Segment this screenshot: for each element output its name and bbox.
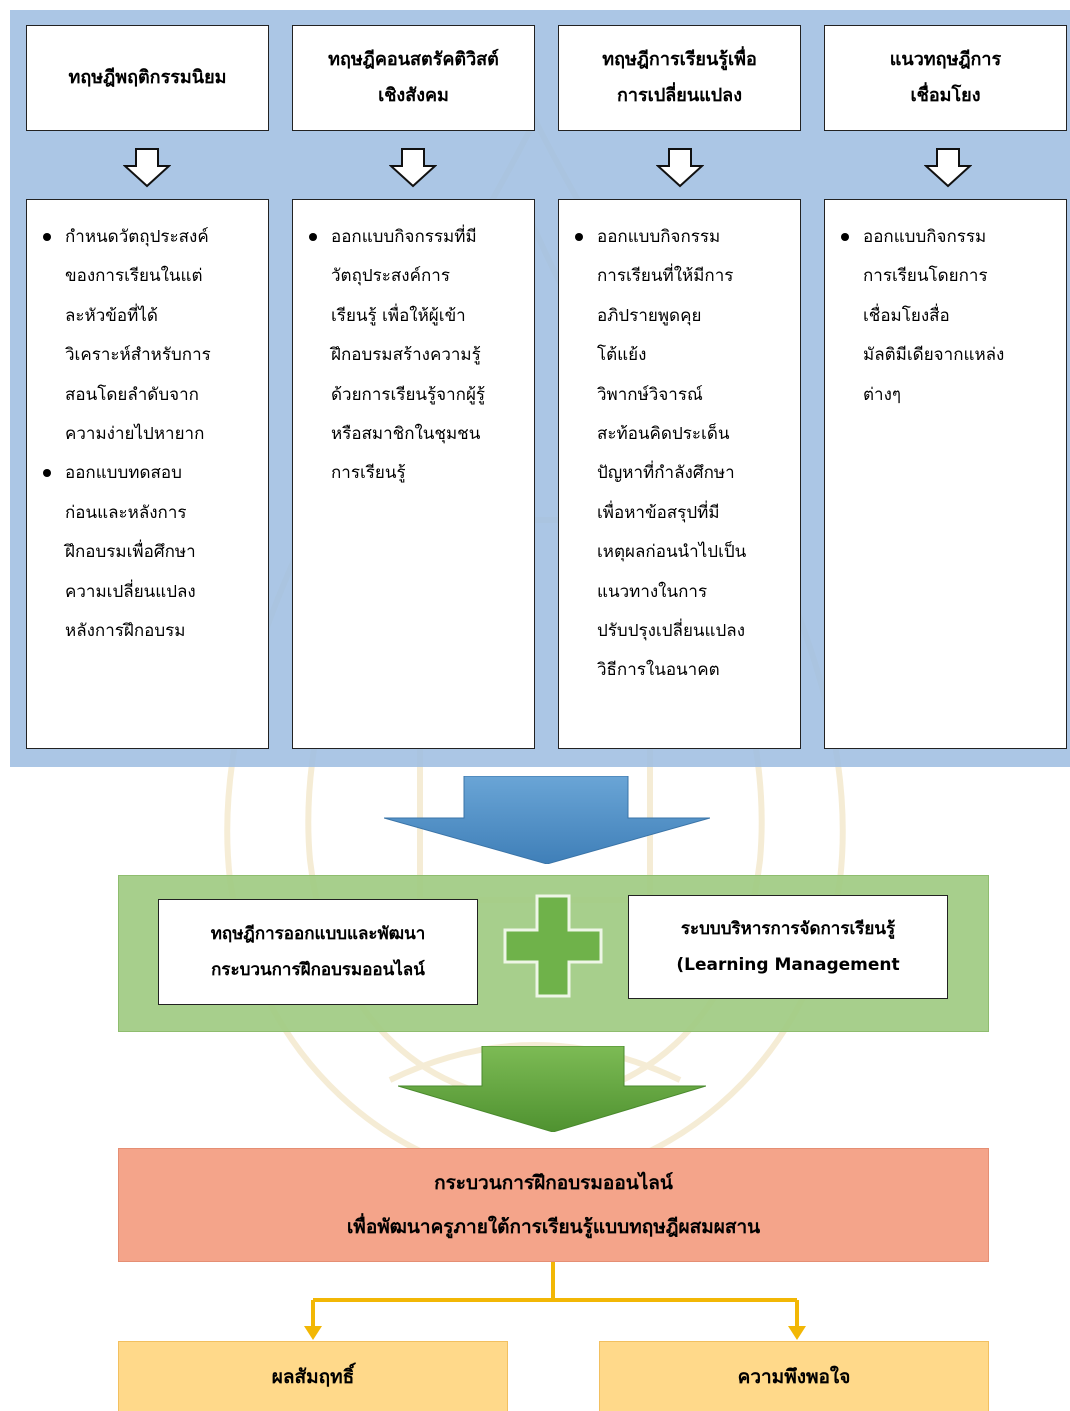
- big-arrow-down-blue-icon: [384, 776, 710, 864]
- plus-icon: [503, 894, 603, 998]
- lms-box: ระบบบริหารการจัดการเรียนรู้ (Learning Ma…: [628, 895, 948, 999]
- theory-box-behaviorism: ทฤษฎีพฤติกรรมนิยม: [26, 25, 269, 131]
- list-item: กำหนดวัตถุประสงค์ ของการเรียนในแต่ ละหัว…: [43, 218, 260, 454]
- bullet-icon: [309, 233, 317, 241]
- outcome-achievement-box: ผลสัมฤทธิ์: [118, 1341, 508, 1411]
- online-training-process-box: กระบวนการฝึกอบรมออนไลน์ เพื่อพัฒนาครูภาย…: [118, 1148, 989, 1262]
- theory-box-connectivism: แนวทฤษฎีการ เชื่อมโยง: [824, 25, 1067, 131]
- bullet-icon: [575, 233, 583, 241]
- down-arrow-icon: [123, 148, 171, 188]
- outcome-satisfaction-box: ความพึงพอใจ: [599, 1341, 989, 1411]
- detail-box-behaviorism: กำหนดวัตถุประสงค์ ของการเรียนในแต่ ละหัว…: [26, 199, 269, 749]
- bullet-icon: [43, 469, 51, 478]
- detail-box-connectivism: ออกแบบกิจกรรม การเรียนโดยการ เชื่อมโยงสื…: [824, 199, 1067, 749]
- arrow-head-icon: [788, 1326, 806, 1340]
- down-arrow-icon: [389, 148, 437, 188]
- theory-box-social-constructivism: ทฤษฎีคอนสตรัคติวิสต์ เชิงสังคม: [292, 25, 535, 131]
- theory-title: ทฤษฎีพฤติกรรมนิยม: [68, 67, 227, 88]
- arrow-head-icon: [304, 1326, 322, 1340]
- big-arrow-down-green-icon: [398, 1046, 706, 1132]
- bullet-icon: [841, 233, 849, 241]
- list-item: ออกแบบกิจกรรม การเรียนโดยการ เชื่อมโยงสื…: [841, 218, 1058, 415]
- bullet-icon: [43, 233, 51, 241]
- design-theory-box: ทฤษฎีการออกแบบและพัฒนา กระบวนการฝึกอบรมอ…: [158, 899, 478, 1005]
- theory-box-transformative-learning: ทฤษฎีการเรียนรู้เพื่อ การเปลี่ยนแปลง: [558, 25, 801, 131]
- down-arrow-icon: [656, 148, 704, 188]
- detail-box-social-constructivism: ออกแบบกิจกรรมที่มี วัตถุประสงค์การ เรียน…: [292, 199, 535, 749]
- theory-title: แนวทฤษฎีการ เชื่อมโยง: [889, 49, 1002, 106]
- down-arrow-icon: [924, 148, 972, 188]
- detail-box-transformative-learning: ออกแบบกิจกรรม การเรียนที่ให้มีการ อภิปรา…: [558, 199, 801, 749]
- theory-title: ทฤษฎีคอนสตรัคติวิสต์ เชิงสังคม: [328, 49, 499, 106]
- list-item: ออกแบบทดสอบ ก่อนและหลังการ ฝึกอบรมเพื่อศ…: [43, 454, 260, 651]
- list-item: ออกแบบกิจกรรมที่มี วัตถุประสงค์การ เรียน…: [309, 218, 526, 494]
- list-item: ออกแบบกิจกรรม การเรียนที่ให้มีการ อภิปรา…: [575, 218, 792, 691]
- connector-lines: [304, 1262, 806, 1340]
- theory-title: ทฤษฎีการเรียนรู้เพื่อ การเปลี่ยนแปลง: [602, 49, 757, 106]
